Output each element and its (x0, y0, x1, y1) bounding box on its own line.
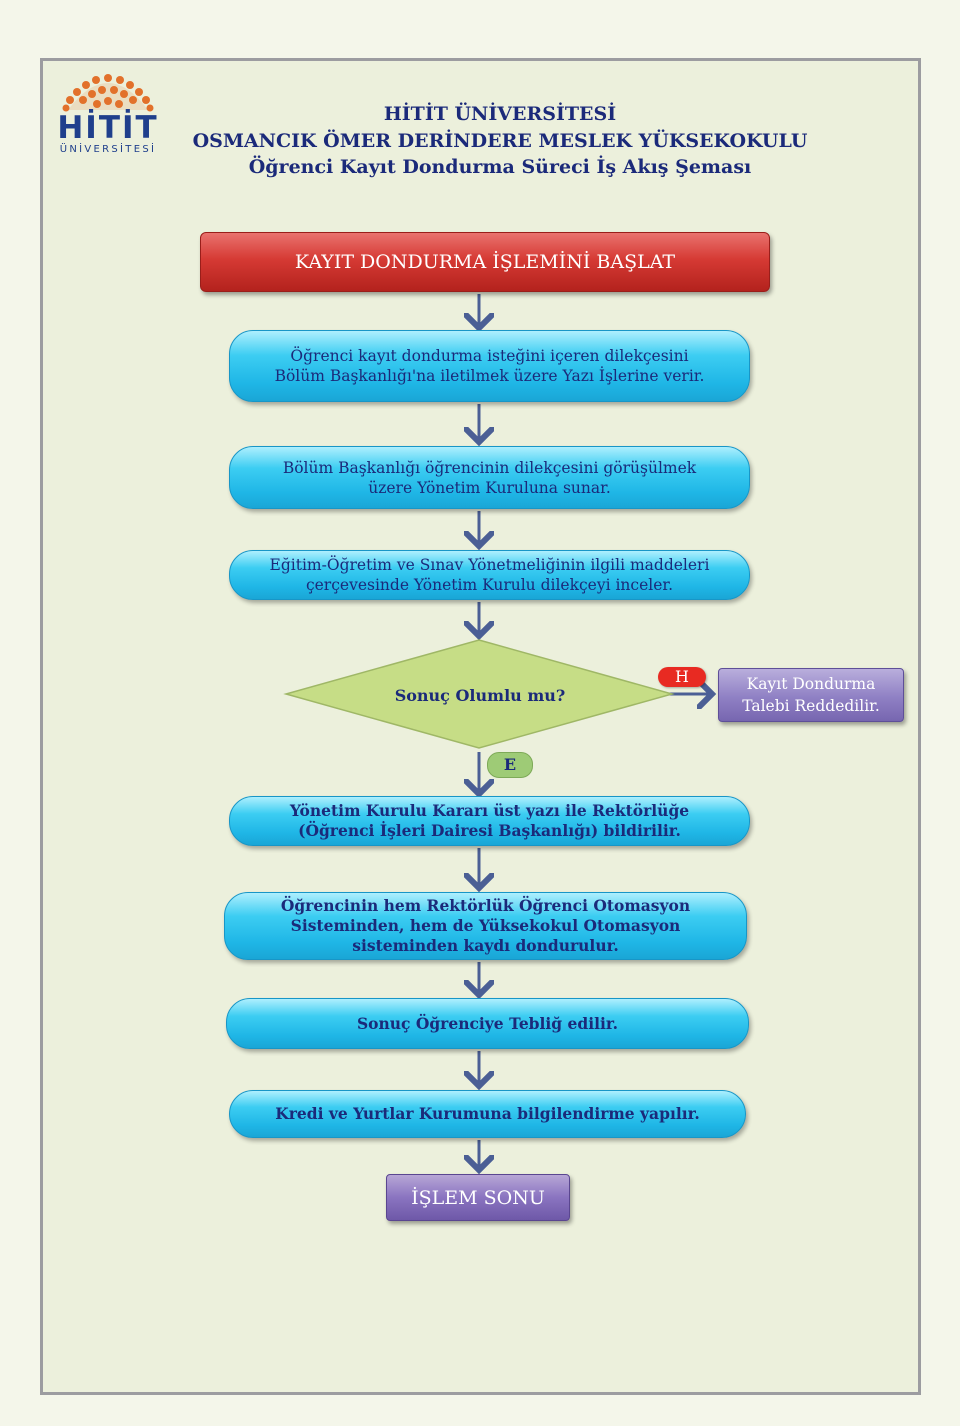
decision-diamond (283, 639, 675, 749)
diagram-title: Öğrenci Kayıt Dondurma Süreci İş Akış Şe… (248, 156, 752, 178)
logo-subtitle: ÜNİVERSİTESİ (59, 144, 157, 155)
start-node: KAYIT DONDURMA İŞLEMİNİ BAŞLAT (200, 232, 770, 292)
rejected-node: Kayıt Dondurma Talebi Reddedilir. (718, 668, 904, 722)
step5-node: Öğrencinin hem Rektörlük Öğrenci Otomasy… (224, 892, 747, 960)
step7-node: Kredi ve Yurtlar Kurumuna bilgilendirme … (229, 1090, 746, 1138)
university-title: HİTİT ÜNİVERSİTESİ (383, 103, 617, 125)
logo-wordmark: HİTİT (57, 110, 159, 146)
step3-node: Eğitim-Öğretim ve Sınav Yönetmeliğinin i… (229, 550, 750, 600)
no-branch-badge: H (658, 667, 706, 687)
end-node: İŞLEM SONU (386, 1174, 570, 1221)
step4-node: Yönetim Kurulu Kararı üst yazı ile Rektö… (229, 796, 750, 846)
decision-label: Sonuç Olumlu mu? (394, 686, 566, 705)
university-logo (62, 74, 154, 112)
school-title: OSMANCIK ÖMER DERİNDERE MESLEK YÜKSEKOKU… (192, 130, 808, 152)
step6-node: Sonuç Öğrenciye Tebliğ edilir. (226, 998, 749, 1049)
step2-node: Bölüm Başkanlığı öğrencinin dilekçesini … (229, 446, 750, 509)
step1-node: Öğrenci kayıt dondurma isteğini içeren d… (229, 330, 750, 402)
yes-branch-badge: E (487, 752, 533, 778)
